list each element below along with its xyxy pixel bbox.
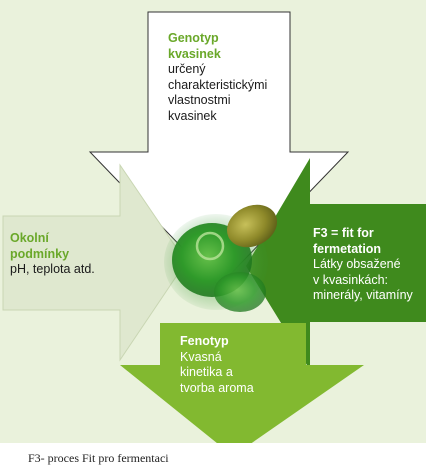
genotype-label: Genotyp kvasinek určený charakteristický… — [168, 31, 288, 124]
environment-arrow — [2, 163, 187, 362]
f3-title-line-2: fermetation — [313, 241, 382, 256]
genotype-text-line-3: vlastnostmi — [168, 93, 231, 107]
caption-backdrop — [8, 443, 306, 469]
environment-text-line-1: pH, teplota atd. — [10, 262, 95, 276]
environment-title-line-1: Okolní — [10, 231, 49, 245]
f3-text-line-1: Látky obsažené — [313, 257, 401, 271]
environment-title-line-2: podmínky — [10, 246, 70, 261]
genotype-title-line-2: kvasinek — [168, 46, 221, 61]
phenotype-text-line-1: Kvasná — [180, 349, 222, 364]
yeast-cells-image — [164, 204, 278, 312]
phenotype-label: Fenotyp Kvasná kinetika a tvorba aroma — [180, 334, 300, 396]
f3-label: F3 = fit for fermetation Látky obsažené … — [313, 226, 426, 304]
phenotype-title-line-1: Fenotyp — [180, 334, 229, 348]
genotype-text-line-2: charakteristickými — [168, 77, 268, 92]
environment-label: Okolní podmínky pH, teplota atd. — [10, 231, 145, 278]
phenotype-text-line-3: tvorba aroma — [180, 380, 254, 395]
genotype-text-line-1: určený — [168, 62, 206, 76]
f3-arrow — [246, 158, 426, 370]
phenotype-text-line-2: kinetika a — [180, 365, 233, 379]
figure-caption: F3- proces Fit pro fermentaci — [28, 451, 169, 465]
genotype-title-line-1: Genotyp — [168, 31, 219, 45]
f3-text-line-2: v kvasinkách: — [313, 272, 389, 287]
phenotype-arrow — [120, 323, 364, 456]
f3-title-line-1: F3 = fit for — [313, 226, 374, 240]
f3-text-line-3: minerály, vitamíny — [313, 288, 413, 302]
genotype-text-line-4: kvasinek — [168, 108, 217, 123]
